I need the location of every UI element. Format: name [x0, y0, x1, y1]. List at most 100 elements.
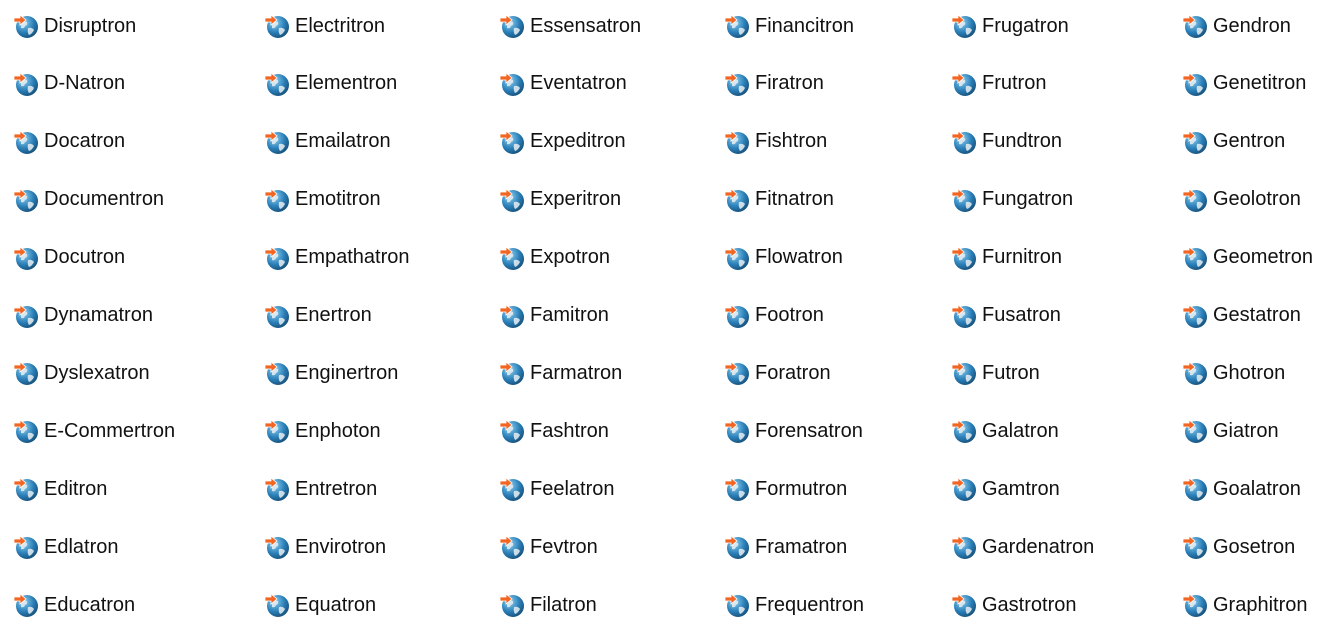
list-item[interactable]: Gosetron: [1182, 532, 1295, 562]
list-item[interactable]: Entretron: [264, 474, 377, 504]
list-item[interactable]: Geolotron: [1182, 185, 1301, 215]
list-item[interactable]: Frugatron: [951, 11, 1069, 41]
list-item[interactable]: Fungatron: [951, 185, 1073, 215]
list-item-label: Dynamatron: [44, 304, 153, 326]
list-item-label: Filatron: [530, 593, 597, 616]
list-item[interactable]: Emotitron: [264, 185, 381, 215]
list-item[interactable]: Farmatron: [499, 358, 622, 388]
list-item-label: Geolotron: [1213, 188, 1301, 211]
list-item[interactable]: Docutron: [13, 243, 125, 273]
internet-shortcut-globe-icon: [724, 360, 750, 386]
list-item[interactable]: Fusatron: [951, 301, 1061, 331]
list-item-label: Educatron: [44, 593, 136, 616]
list-item[interactable]: Futron: [951, 358, 1040, 388]
internet-shortcut-globe-icon: [499, 187, 525, 213]
list-item[interactable]: Galatron: [951, 416, 1059, 446]
list-item-label: Fevtron: [530, 535, 598, 558]
list-item[interactable]: Gamtron: [951, 474, 1060, 504]
list-item[interactable]: Financitron: [724, 11, 854, 41]
list-item[interactable]: Educatron: [13, 590, 135, 620]
list-item[interactable]: Essensatron: [499, 11, 641, 41]
list-item[interactable]: Famitron: [499, 301, 609, 331]
list-item[interactable]: Documentron: [13, 185, 164, 215]
list-item-label: Forensatron: [755, 419, 863, 442]
list-item[interactable]: Fitnatron: [724, 185, 834, 215]
internet-shortcut-globe-icon: [724, 592, 750, 618]
internet-shortcut-globe-icon: [1182, 245, 1208, 271]
list-item[interactable]: Dynamatron: [13, 301, 153, 331]
list-item[interactable]: Firatron: [724, 69, 824, 99]
list-item[interactable]: Gardenatron: [951, 532, 1094, 562]
internet-shortcut-globe-icon: [499, 71, 525, 97]
list-item[interactable]: Gendron: [1182, 11, 1291, 41]
list-item[interactable]: Forensatron: [724, 416, 863, 446]
list-item[interactable]: Frutron: [951, 69, 1046, 99]
list-item-label: Furnitron: [982, 246, 1063, 269]
list-item[interactable]: Empathatron: [264, 243, 410, 273]
list-item[interactable]: Feelatron: [499, 474, 615, 504]
list-item[interactable]: Footron: [724, 301, 824, 331]
list-item[interactable]: Emailatron: [264, 127, 391, 157]
list-item[interactable]: Expotron: [499, 243, 610, 273]
list-item[interactable]: Fishtron: [724, 127, 827, 157]
list-item-label: Experitron: [530, 188, 622, 211]
list-item[interactable]: Electritron: [264, 11, 385, 41]
list-item[interactable]: Gestatron: [1182, 301, 1301, 331]
list-item[interactable]: Ghotron: [1182, 358, 1285, 388]
list-item[interactable]: E-Commertron: [13, 416, 175, 446]
list-item[interactable]: Enertron: [264, 301, 372, 331]
list-item[interactable]: Foratron: [724, 358, 831, 388]
list-item-label: Graphitron: [1213, 593, 1308, 616]
list-item[interactable]: Fevtron: [499, 532, 598, 562]
internet-shortcut-globe-icon: [1182, 534, 1208, 560]
list-item[interactable]: Dyslexatron: [13, 358, 150, 388]
list-item[interactable]: Frequentron: [724, 590, 864, 620]
list-item[interactable]: Experitron: [499, 185, 621, 215]
list-item-label: Galatron: [982, 419, 1059, 442]
list-item[interactable]: Filatron: [499, 590, 597, 620]
list-item[interactable]: Graphitron: [1182, 590, 1308, 620]
list-item[interactable]: Furnitron: [951, 243, 1062, 273]
list-item[interactable]: Eventatron: [499, 69, 627, 99]
list-item[interactable]: Envirotron: [264, 532, 386, 562]
internet-shortcut-globe-icon: [724, 13, 750, 39]
list-item-label: Giatron: [1213, 419, 1279, 442]
list-item-label: Emailatron: [295, 130, 391, 153]
list-item[interactable]: Edlatron: [13, 532, 119, 562]
list-item-label: Editron: [44, 477, 108, 500]
internet-shortcut-globe-icon: [13, 534, 39, 560]
list-item[interactable]: Geometron: [1182, 243, 1313, 273]
list-item[interactable]: Equatron: [264, 590, 376, 620]
internet-shortcut-globe-icon: [951, 245, 977, 271]
list-item[interactable]: Formutron: [724, 474, 847, 504]
internet-shortcut-globe-icon: [264, 476, 290, 502]
list-item[interactable]: D-Natron: [13, 69, 125, 99]
list-item[interactable]: Elementron: [264, 69, 397, 99]
internet-shortcut-globe-icon: [264, 71, 290, 97]
list-item[interactable]: Fundtron: [951, 127, 1062, 157]
list-item[interactable]: Framatron: [724, 532, 847, 562]
list-item[interactable]: Disruptron: [13, 11, 136, 41]
list-item[interactable]: Enphoton: [264, 416, 381, 446]
list-item[interactable]: Gastrotron: [951, 590, 1076, 620]
internet-shortcut-globe-icon: [724, 418, 750, 444]
list-item[interactable]: Expeditron: [499, 127, 626, 157]
internet-shortcut-globe-icon: [951, 303, 977, 329]
list-item-label: Disruptron: [44, 14, 137, 37]
internet-shortcut-globe-icon: [499, 360, 525, 386]
list-item[interactable]: Docatron: [13, 127, 125, 157]
list-item[interactable]: Editron: [13, 474, 107, 504]
list-item-label: Expotron: [530, 246, 611, 269]
list-item-label: Dyslexatron: [44, 361, 150, 384]
list-item[interactable]: Goalatron: [1182, 474, 1301, 504]
list-item-label: Financitron: [755, 14, 854, 37]
list-item[interactable]: Gentron: [1182, 127, 1285, 157]
list-item-label: Feelatron: [530, 477, 615, 500]
list-item[interactable]: Flowatron: [724, 243, 843, 273]
internet-shortcut-globe-icon: [951, 71, 977, 97]
list-item[interactable]: Enginertron: [264, 358, 398, 388]
list-item[interactable]: Giatron: [1182, 416, 1279, 446]
list-item[interactable]: Fashtron: [499, 416, 609, 446]
internet-shortcut-globe-icon: [499, 534, 525, 560]
list-item[interactable]: Genetitron: [1182, 69, 1306, 99]
